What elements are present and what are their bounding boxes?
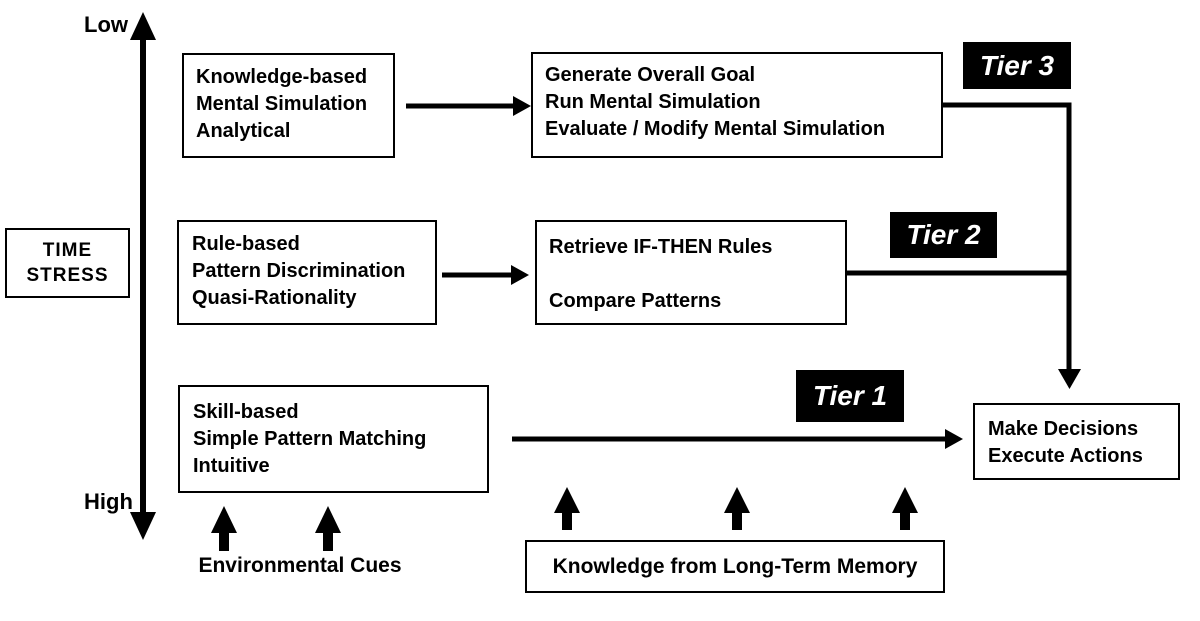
time-stress-line: STRESS — [26, 265, 109, 286]
box-line: Retrieve IF-THEN Rules — [549, 236, 773, 258]
box-line: Execute Actions — [988, 445, 1143, 467]
retrieve-rules-box: Retrieve IF-THEN Rules Compare Patterns — [535, 220, 847, 325]
long-term-memory-box: Knowledge from Long-Term Memory — [525, 540, 945, 593]
box-line: Compare Patterns — [549, 290, 722, 312]
box-line: Knowledge-based — [196, 66, 368, 88]
box-line: Rule-based — [192, 233, 300, 255]
tier3-badge: Tier 3 — [963, 42, 1071, 89]
tier3-connector-arrow — [943, 102, 1081, 389]
time-stress-line: TIME — [42, 240, 93, 261]
knowledge-based-box: Knowledge-based Mental Simulation Analyt… — [182, 53, 395, 158]
memory-arrow-1 — [554, 487, 580, 530]
box-line: Mental Simulation — [196, 93, 368, 115]
skill-based-box: Skill-based Simple Pattern Matching Intu… — [178, 385, 489, 493]
mental-simulation-process-box: Generate Overall Goal Run Mental Simulat… — [531, 52, 943, 158]
environmental-cues-arrow-2 — [315, 506, 341, 551]
box-line: Make Decisions — [988, 418, 1139, 440]
box-line: Skill-based — [193, 401, 299, 423]
axis-low-label: Low — [84, 12, 128, 37]
rule-based-box: Rule-based Pattern Discrimination Quasi-… — [177, 220, 437, 325]
memory-arrow-2 — [724, 487, 750, 530]
axis-high-label: High — [84, 489, 133, 514]
time-stress-box: TIME STRESS — [5, 228, 130, 298]
box-line: Pattern Discrimination — [192, 260, 406, 282]
box-line: Evaluate / Modify Mental Simulation — [545, 118, 886, 140]
box-line: Run Mental Simulation — [545, 91, 761, 113]
tier2-badge: Tier 2 — [890, 212, 997, 258]
rule-to-retrieve-arrow — [442, 265, 529, 285]
memory-arrow-3 — [892, 487, 918, 530]
box-line: Intuitive — [193, 455, 270, 477]
tier1-arrow — [512, 429, 963, 449]
knowledge-to-process-arrow — [406, 96, 531, 116]
box-line — [549, 261, 845, 288]
box-line: Simple Pattern Matching — [193, 428, 427, 450]
tier1-badge: Tier 1 — [796, 370, 904, 422]
box-line: Analytical — [196, 120, 291, 142]
make-decisions-box: Make Decisions Execute Actions — [973, 403, 1180, 480]
time-stress-axis-arrow — [130, 12, 156, 540]
box-line: Quasi-Rationality — [192, 287, 357, 309]
environmental-cues-arrow-1 — [211, 506, 237, 551]
box-line: Generate Overall Goal — [545, 64, 756, 86]
environmental-cues-label: Environmental Cues — [198, 554, 402, 577]
